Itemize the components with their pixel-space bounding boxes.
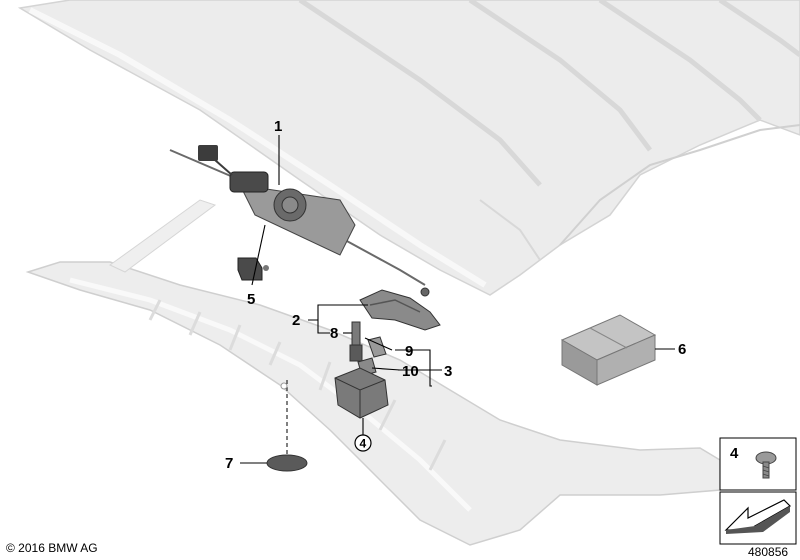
diagram-number: 480856 xyxy=(748,545,788,559)
circled-callout-4: 4 xyxy=(354,434,372,452)
callout-7: 7 xyxy=(225,455,233,472)
callout-5: 5 xyxy=(247,291,255,308)
callout-1: 1 xyxy=(274,118,282,135)
connector-part xyxy=(237,257,269,281)
circled-callout-4-label: 4 xyxy=(360,437,367,451)
legend-item-number: 4 xyxy=(730,445,739,462)
legend-box: 4 xyxy=(719,437,797,545)
latch-hook xyxy=(359,289,441,331)
leader-lines xyxy=(240,135,675,464)
box-part xyxy=(560,314,657,386)
callout-8: 8 xyxy=(330,325,338,342)
arrow-icon xyxy=(724,499,791,534)
latch-lock-block xyxy=(334,367,389,419)
roof-panel xyxy=(17,0,800,296)
screw-icon xyxy=(755,451,777,479)
round-pad xyxy=(266,380,308,472)
callout-2: 2 xyxy=(292,312,300,329)
callout-3: 3 xyxy=(444,363,452,380)
drive-motor-assembly xyxy=(169,145,430,297)
pin-part xyxy=(349,321,363,362)
callout-9: 9 xyxy=(405,343,413,360)
copyright-text: © 2016 BMW AG xyxy=(6,541,98,555)
callout-6: 6 xyxy=(678,341,686,358)
callout-10: 10 xyxy=(402,363,419,380)
